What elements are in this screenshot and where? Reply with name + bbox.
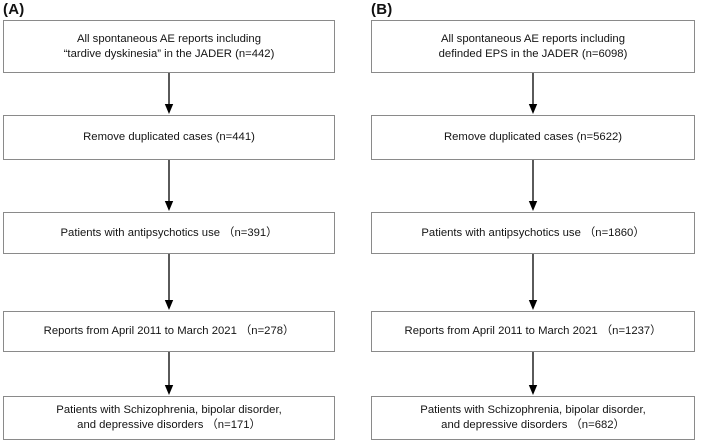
panel-b-label: (B) — [371, 1, 393, 18]
panel-b: (B) All spontaneous AE reports including… — [355, 0, 709, 442]
panel-b-node-1: All spontaneous AE reports including def… — [371, 20, 695, 73]
panel-a-node-3-text: Patients with antipsychotics use （n=391） — [60, 226, 278, 239]
panel-a-node-5-text: Patients with Schizophrenia, bipolar dis… — [56, 404, 282, 431]
panel-a-node-3: Patients with antipsychotics use （n=391） — [3, 212, 335, 254]
panel-a-arrow-1 — [3, 73, 335, 115]
panel-b-node-5: Patients with Schizophrenia, bipolar dis… — [371, 396, 695, 440]
panel-b-node-2-text: Remove duplicated cases (n=5622) — [443, 131, 623, 143]
panel-b-flow: All spontaneous AE reports including def… — [371, 20, 695, 440]
panel-b-node-4-text: Reports from April 2011 to March 2021 （n… — [404, 325, 662, 337]
panel-a-node-4: Reports from April 2011 to March 2021 （n… — [3, 311, 335, 352]
panel-a-label: (A) — [3, 1, 25, 18]
panel-a-node-1-text: All spontaneous AE reports including “ta… — [63, 32, 275, 60]
panel-b-arrow-1 — [371, 73, 695, 115]
panel-b-node-1-text: All spontaneous AE reports including def… — [438, 32, 628, 60]
panel-b-node-5-text: Patients with Schizophrenia, bipolar dis… — [420, 404, 646, 431]
panel-a-arrow-3 — [3, 254, 335, 311]
panel-a-node-2-text: Remove duplicated cases (n=441) — [83, 131, 255, 143]
panel-a-flow: All spontaneous AE reports including “ta… — [3, 20, 335, 440]
panel-b-arrow-4 — [371, 352, 695, 396]
panel-a-arrow-4 — [3, 352, 335, 396]
panel-a-node-5: Patients with Schizophrenia, bipolar dis… — [3, 396, 335, 440]
panel-b-node-4: Reports from April 2011 to March 2021 （n… — [371, 311, 695, 352]
panel-a-node-4-text: Reports from April 2011 to March 2021 （n… — [43, 325, 295, 337]
panel-a: (A) All spontaneous AE reports including… — [3, 1, 335, 440]
panel-a-node-1: All spontaneous AE reports including “ta… — [3, 20, 335, 73]
panel-b-arrow-3 — [371, 254, 695, 311]
panel-b-node-3: Patients with antipsychotics use （n=1860… — [371, 212, 695, 254]
panel-b-arrow-2 — [371, 160, 695, 212]
panel-b-node-2: Remove duplicated cases (n=5622) — [371, 115, 695, 160]
panel-a-arrow-2 — [3, 160, 335, 212]
panel-b-node-3-text: Patients with antipsychotics use （n=1860… — [421, 226, 645, 239]
panel-a-node-2: Remove duplicated cases (n=441) — [3, 115, 335, 160]
